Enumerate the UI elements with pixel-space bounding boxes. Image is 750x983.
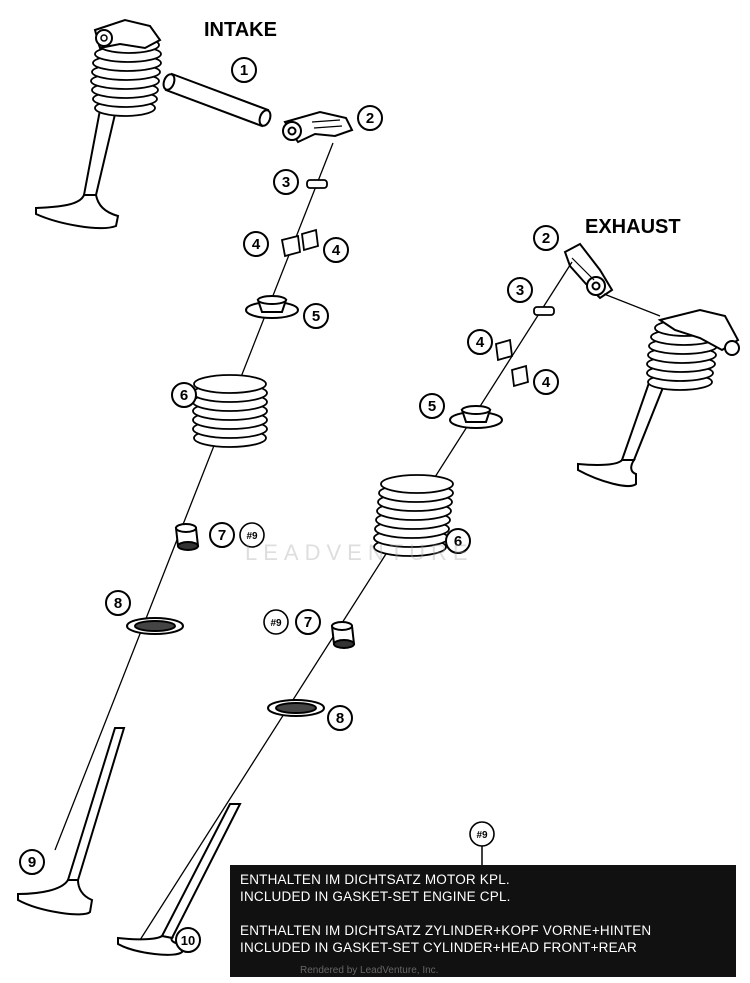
intake-rocker-arm (282, 110, 354, 144)
svg-text:4: 4 (476, 334, 485, 351)
svg-text:5: 5 (428, 398, 436, 415)
exhaust-valve (117, 803, 242, 956)
callout-4-exhaust-right: 4 (533, 369, 559, 395)
callout-7-intake: 7 (209, 522, 235, 548)
note-line-3: ENTHALTEN IM DICHTSATZ ZYLINDER+KOPF VOR… (240, 923, 652, 938)
intake-valve (17, 727, 126, 916)
callout-4-intake-left: 4 (243, 231, 269, 257)
exhaust-axis-line (139, 261, 573, 941)
watermark: LEADVENTURE (245, 540, 474, 565)
exhaust-title: EXHAUST (585, 216, 681, 238)
svg-text:9: 9 (28, 854, 36, 871)
callout-8-exhaust: 8 (327, 705, 353, 731)
callout-5-intake: 5 (303, 303, 329, 329)
footer-credit: Rendered by LeadVenture, Inc. (300, 965, 439, 976)
intake-valve-keepers (280, 228, 319, 258)
intake-spring-retainer (245, 295, 299, 319)
svg-text:6: 6 (180, 387, 188, 404)
svg-text:2: 2 (366, 110, 374, 127)
exhaust-shim (533, 306, 555, 316)
note-ref-intake: #9 (239, 522, 265, 548)
callout-6-exhaust: 6 (445, 528, 471, 554)
intake-shim (306, 179, 328, 189)
exhaust-valve-stem-seal (330, 621, 356, 649)
exhaust-spring-retainer (449, 405, 503, 429)
svg-text:3: 3 (516, 282, 524, 299)
callout-3-intake: 3 (273, 169, 299, 195)
note-ref-box: #9 (469, 821, 495, 847)
exhaust-rocker-arm (563, 242, 614, 300)
exhaust-assembled-valve (577, 308, 740, 488)
svg-text:5: 5 (312, 308, 320, 325)
callout-7-exhaust: 7 (295, 609, 321, 635)
svg-text:7: 7 (218, 527, 226, 544)
svg-text:1: 1 (240, 62, 248, 79)
svg-text:#9: #9 (246, 531, 258, 542)
gasket-set-note: ENTHALTEN IM DICHTSATZ MOTOR KPL. INCLUD… (230, 865, 736, 977)
svg-text:#9: #9 (270, 618, 282, 629)
intake-valve-stem-seal (174, 523, 200, 551)
callout-4-exhaust-left: 4 (467, 329, 493, 355)
callout-3-exhaust: 3 (507, 277, 533, 303)
exhaust-spring-seat (267, 699, 325, 717)
callout-2-intake: 2 (357, 105, 383, 131)
svg-text:3: 3 (282, 174, 290, 191)
svg-text:4: 4 (332, 242, 341, 259)
exhaust-shaft-line (603, 293, 661, 317)
exhaust-valve-spring (373, 474, 454, 557)
callout-2-exhaust: 2 (533, 225, 559, 251)
callout-9: 9 (19, 849, 45, 875)
svg-text:8: 8 (336, 710, 344, 727)
callout-8-intake: 8 (105, 590, 131, 616)
note-line-4: INCLUDED IN GASKET-SET CYLINDER+HEAD FRO… (240, 940, 637, 955)
intake-valve-spring (192, 374, 268, 448)
callout-1: 1 (231, 57, 257, 83)
intake-assembled-valve (35, 18, 162, 230)
svg-text:2: 2 (542, 230, 550, 247)
rocker-shaft (162, 72, 272, 128)
exhaust-valve-keepers (495, 338, 529, 388)
svg-text:6: 6 (454, 533, 462, 550)
callout-6-intake: 6 (171, 382, 197, 408)
svg-text:8: 8 (114, 595, 122, 612)
callout-10: 10 (175, 927, 201, 953)
note-line-2: INCLUDED IN GASKET-SET ENGINE CPL. (240, 889, 511, 904)
svg-text:4: 4 (542, 374, 551, 391)
svg-text:4: 4 (252, 236, 261, 253)
callout-5-exhaust: 5 (419, 393, 445, 419)
note-line-1: ENTHALTEN IM DICHTSATZ MOTOR KPL. (240, 872, 510, 887)
intake-spring-seat (126, 617, 184, 635)
intake-title: INTAKE (204, 19, 277, 41)
svg-text:7: 7 (304, 614, 312, 631)
svg-text:10: 10 (181, 933, 195, 948)
svg-text:#9: #9 (476, 830, 488, 841)
callout-4-intake-right: 4 (323, 237, 349, 263)
intake-axis-line (54, 142, 334, 851)
note-ref-exhaust: #9 (263, 609, 289, 635)
